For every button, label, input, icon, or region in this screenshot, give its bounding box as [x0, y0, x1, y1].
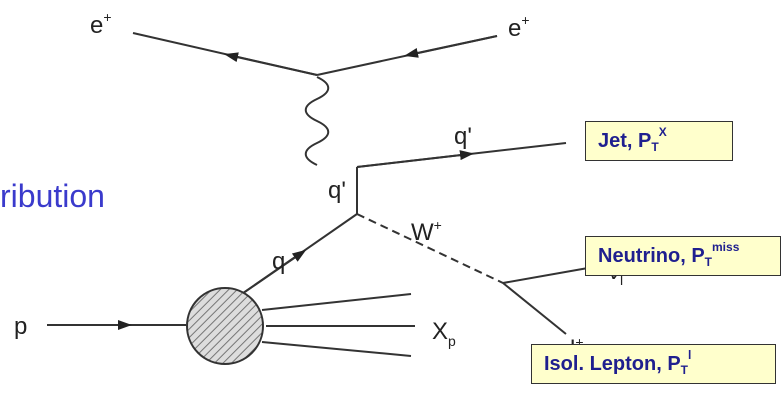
jet-box-sub: T: [651, 140, 659, 154]
label-positron-out: e+: [90, 9, 112, 39]
lepton-box-text: Isol. Lepton, P: [544, 352, 681, 375]
label-proton-remnant: Xp: [432, 318, 456, 349]
label-proton: p: [14, 313, 27, 340]
label-quark-propagator: q': [328, 177, 346, 204]
positron-in-arrow: [404, 35, 498, 58]
lepton-box-sub: T: [680, 363, 689, 377]
jet-box-sup: X: [658, 125, 667, 139]
jet-box-text: Jet, P: [598, 129, 652, 152]
proton-blob: [186, 287, 264, 365]
neutrino-line: [502, 267, 589, 284]
truncated-heading-text: ribution: [0, 178, 105, 214]
label-positron-in: e+: [508, 12, 530, 42]
label-quark-out: q': [454, 123, 472, 150]
label-quark-in: q: [272, 248, 285, 275]
quark-in-arrow: [235, 249, 307, 299]
neutrino-box-sub: T: [704, 255, 713, 269]
lepton-line: [502, 282, 567, 335]
label-w-boson: W+: [411, 217, 442, 246]
neutrino-box-text: Neutrino, P: [598, 244, 705, 267]
neutrino-box-sup: miss: [712, 240, 740, 254]
quark-out-arrow: [356, 150, 474, 168]
remnant-line-3: [261, 341, 412, 357]
w-boson-line: [356, 213, 504, 284]
positron-out-arrow: [224, 52, 318, 76]
boson-propagator: [304, 76, 330, 166]
lepton-box-sup: l: [688, 348, 692, 362]
remnant-line-1: [261, 293, 412, 311]
